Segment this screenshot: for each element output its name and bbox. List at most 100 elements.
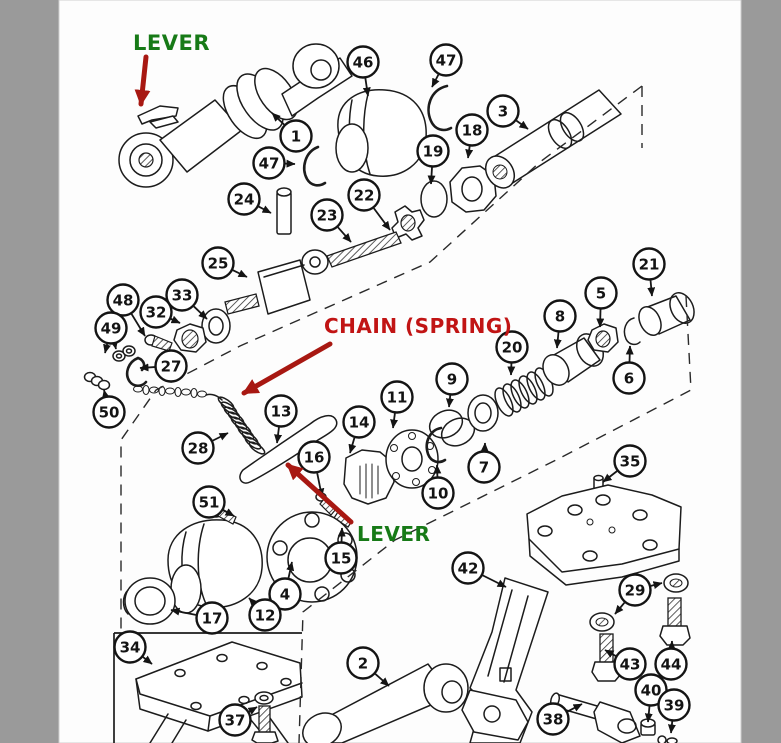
callout-number: 12 <box>255 606 276 624</box>
callout-number: 20 <box>502 338 523 356</box>
leader-arrow <box>271 112 285 126</box>
callout-number: 38 <box>543 710 564 728</box>
leader-arrow <box>247 706 258 715</box>
callout-number: 25 <box>208 254 229 272</box>
callout-2: 2 <box>346 646 390 687</box>
callout-circle <box>268 577 302 611</box>
leader-arrow <box>647 280 656 297</box>
callout-15: 15 <box>324 527 358 575</box>
callout-number: 22 <box>354 186 375 204</box>
callout-42: 42 <box>451 551 507 588</box>
callout-circle <box>252 146 286 180</box>
callout-circle <box>201 246 235 280</box>
leader-arrow <box>515 119 529 130</box>
callout-number: 4 <box>280 585 290 603</box>
callout-circle <box>455 113 489 147</box>
callout-number: 7 <box>479 458 489 476</box>
leader-arrow <box>274 427 283 444</box>
callout-circle <box>192 485 226 519</box>
callout-circle <box>218 703 252 737</box>
leader-arrow <box>427 167 436 185</box>
callout-number: 11 <box>387 388 408 406</box>
leader-arrow <box>553 332 562 349</box>
callout-33: 33 <box>165 278 208 320</box>
leader-arrow <box>362 78 371 97</box>
callout-29: 29 <box>614 573 663 615</box>
callout-circle <box>495 330 529 364</box>
callout-51: 51 <box>192 485 235 519</box>
callout-7: 7 <box>467 442 501 484</box>
annotation-arrow <box>241 341 333 396</box>
callout-number: 47 <box>259 154 280 172</box>
callout-circle <box>618 573 652 607</box>
callout-circle <box>139 295 173 329</box>
callout-number: 46 <box>353 53 374 71</box>
callout-circle <box>613 444 647 478</box>
callout-6: 6 <box>612 345 646 395</box>
callout-number: 51 <box>199 493 220 511</box>
callout-number: 3 <box>498 102 508 120</box>
callout-number: 10 <box>428 484 449 502</box>
callout-circle <box>536 702 570 736</box>
annotation-chain-spring: CHAIN (SPRING) <box>241 314 512 396</box>
chain-links <box>133 385 207 398</box>
annotation-label: LEVER <box>357 522 430 546</box>
spring-28 <box>217 396 266 455</box>
callout-22: 22 <box>347 178 391 231</box>
callout-3: 3 <box>486 94 529 130</box>
leader-arrow <box>142 655 153 665</box>
callout-number: 6 <box>624 369 634 387</box>
callout-number: 49 <box>101 319 122 337</box>
callout-39: 39 <box>657 688 691 734</box>
annotation-label: LEVER <box>133 31 210 55</box>
callout-number: 37 <box>225 711 246 729</box>
callout-circle <box>310 198 344 232</box>
callout-49: 49 <box>94 311 128 354</box>
callout-number: 2 <box>358 654 368 672</box>
callout-circle <box>421 476 455 510</box>
callout-14: 14 <box>342 405 376 454</box>
callout-25: 25 <box>201 246 248 280</box>
callout-number: 39 <box>664 696 685 714</box>
callout-5: 5 <box>584 276 618 328</box>
callout-number: 43 <box>620 655 641 673</box>
callout-number: 29 <box>625 581 646 599</box>
callout-circle <box>634 673 668 707</box>
callout-37: 37 <box>218 703 258 737</box>
callout-1: 1 <box>271 112 313 153</box>
leader-arrow <box>232 269 248 278</box>
annotation-label: CHAIN (SPRING) <box>324 314 512 338</box>
leader-arrow <box>667 721 676 734</box>
leader-arrow <box>337 226 352 243</box>
callout-circle <box>654 647 688 681</box>
callout-18: 18 <box>455 113 489 159</box>
callout-35: 35 <box>602 444 647 483</box>
callout-circle <box>248 598 282 632</box>
leader-arrow <box>614 602 626 615</box>
leader-arrow <box>212 432 229 442</box>
leader-arrow <box>170 315 181 324</box>
callout-circle <box>154 349 188 383</box>
callout-50: 50 <box>92 389 126 429</box>
callout-number: 14 <box>349 413 370 431</box>
callout-circle <box>486 94 520 128</box>
annotation-lever-mid: LEVER <box>285 462 430 546</box>
callout-number: 50 <box>99 403 120 421</box>
annotations-layer: LEVER CHAIN (SPRING) LEVER <box>133 31 512 546</box>
callout-circle <box>92 395 126 429</box>
callout-4: 4 <box>268 561 302 611</box>
callout-number: 40 <box>641 681 662 699</box>
callout-number: 47 <box>436 51 457 69</box>
callout-circle <box>416 134 450 168</box>
callout-17: 17 <box>170 601 229 635</box>
callout-number: 23 <box>317 206 338 224</box>
callout-circle <box>264 394 298 428</box>
callout-circle <box>195 601 229 635</box>
callout-number: 42 <box>458 559 479 577</box>
callout-28: 28 <box>181 431 229 465</box>
callout-24: 24 <box>227 182 272 216</box>
callout-11: 11 <box>380 380 414 429</box>
